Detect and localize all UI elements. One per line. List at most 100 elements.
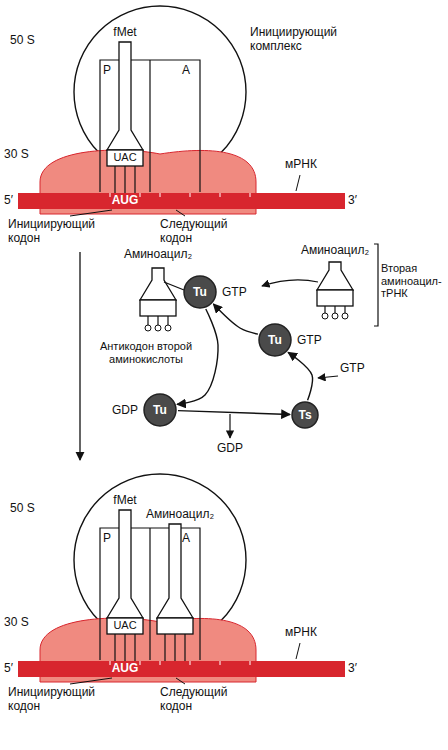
base-stroke: [114, 634, 115, 661]
cycle-arrow: [213, 304, 258, 334]
trna-symbol: [107, 42, 143, 193]
join-arrow: [262, 280, 318, 286]
codon-tick: [220, 193, 221, 197]
codon-tick: [140, 661, 141, 665]
codon-tick: [220, 661, 221, 665]
label: fMet: [109, 494, 141, 508]
label: P: [103, 64, 117, 78]
label: 30 S: [4, 148, 38, 162]
leader-line: [176, 678, 185, 684]
nucleotide-label: GTP: [222, 286, 247, 298]
leader-line: [296, 175, 300, 191]
trna-symbol: [317, 262, 353, 319]
codon-tick: [140, 193, 141, 197]
label: Аминоацил₂: [144, 508, 216, 522]
label: 50 S: [10, 34, 46, 48]
leader-line: [176, 210, 185, 216]
trna-body: [107, 510, 143, 618]
label: мРНК: [285, 626, 329, 640]
codon-tick: [160, 193, 161, 197]
base-stroke: [124, 634, 125, 661]
label: Аминоацил₂: [295, 244, 375, 258]
nucleotide-label: GDP: [112, 404, 138, 416]
main-arrow: [79, 252, 80, 460]
base-loop: [145, 325, 151, 331]
label: GDP: [213, 442, 247, 456]
label: мРНК: [285, 158, 329, 172]
codon-tick: [250, 193, 251, 197]
label: GTP: [340, 362, 374, 376]
trna-symbol: [140, 268, 176, 331]
label: 3′: [348, 662, 362, 676]
base-loop: [322, 313, 328, 319]
leader-line: [70, 210, 112, 216]
factor-name: Tu: [153, 404, 167, 416]
label: fMet: [109, 26, 141, 40]
base-stroke: [134, 634, 135, 661]
label: 50 S: [10, 502, 46, 516]
factor-circle: Ts: [291, 401, 319, 429]
factor-name: Tu: [268, 334, 282, 346]
base-stroke: [184, 634, 185, 661]
factor-name: Tu: [193, 286, 207, 298]
leader-line: [296, 643, 300, 659]
label: Антикодон второй аминокислоты: [91, 340, 201, 365]
leader-line: [70, 678, 112, 684]
cycle-arrow: [288, 352, 312, 400]
factor-name: Ts: [298, 409, 311, 421]
codon-tick: [190, 661, 191, 665]
anticodon-bar: [107, 150, 143, 166]
label: Инициирующий кодон: [8, 218, 108, 246]
base-stroke: [114, 166, 115, 193]
codon-tick: [160, 661, 161, 665]
codon-tick: [190, 193, 191, 197]
gtp-arrow: [318, 376, 338, 378]
anticodon-bar: [317, 290, 353, 306]
codon-tick: [110, 661, 111, 665]
anticodon-bar: [157, 618, 193, 634]
label: Вторая аминоацил-тРНК: [381, 262, 443, 300]
label: Инициирующий кодон: [8, 686, 108, 714]
label: P: [103, 532, 117, 546]
base-stroke: [134, 166, 135, 193]
site-outline: [100, 60, 200, 192]
label: A: [182, 64, 196, 78]
factor-circle: TuGTP: [183, 275, 217, 309]
label: Инициирующий комплекс: [250, 26, 342, 54]
base-stroke: [164, 634, 165, 661]
factor-circle: TuGDP: [143, 393, 177, 427]
base-loop: [165, 325, 171, 331]
label: Следующий кодон: [160, 686, 260, 714]
mrna-band: [18, 193, 345, 209]
anticodon-bar: [107, 618, 143, 634]
bond-line: [164, 282, 184, 290]
base-loop: [342, 313, 348, 319]
label: 5′: [4, 194, 18, 208]
anticodon-bar: [140, 300, 176, 316]
base-loop: [155, 325, 161, 331]
trna-body: [317, 262, 353, 290]
label: A: [182, 532, 196, 546]
label: AUG: [108, 662, 142, 676]
trna-body: [107, 42, 143, 150]
ribosome: [18, 6, 345, 216]
nucleotide-label: GTP: [297, 334, 322, 346]
label: 30 S: [4, 616, 38, 630]
label: AUG: [108, 194, 142, 208]
cycle-arrow: [178, 411, 290, 415]
mrna-band: [18, 661, 345, 677]
gdp-arrow: [229, 414, 230, 438]
codon-tick: [110, 193, 111, 197]
site-outline: [100, 528, 200, 660]
cycle-arrow: [177, 309, 218, 404]
factor-circle: TuGTP: [258, 323, 292, 357]
base-stroke: [174, 634, 175, 661]
trna-symbol: [107, 510, 143, 661]
label: UAC: [108, 151, 142, 164]
codon-tick: [250, 661, 251, 665]
label: 3′: [348, 194, 362, 208]
ribosome: [18, 474, 345, 684]
bracket: [374, 244, 378, 326]
